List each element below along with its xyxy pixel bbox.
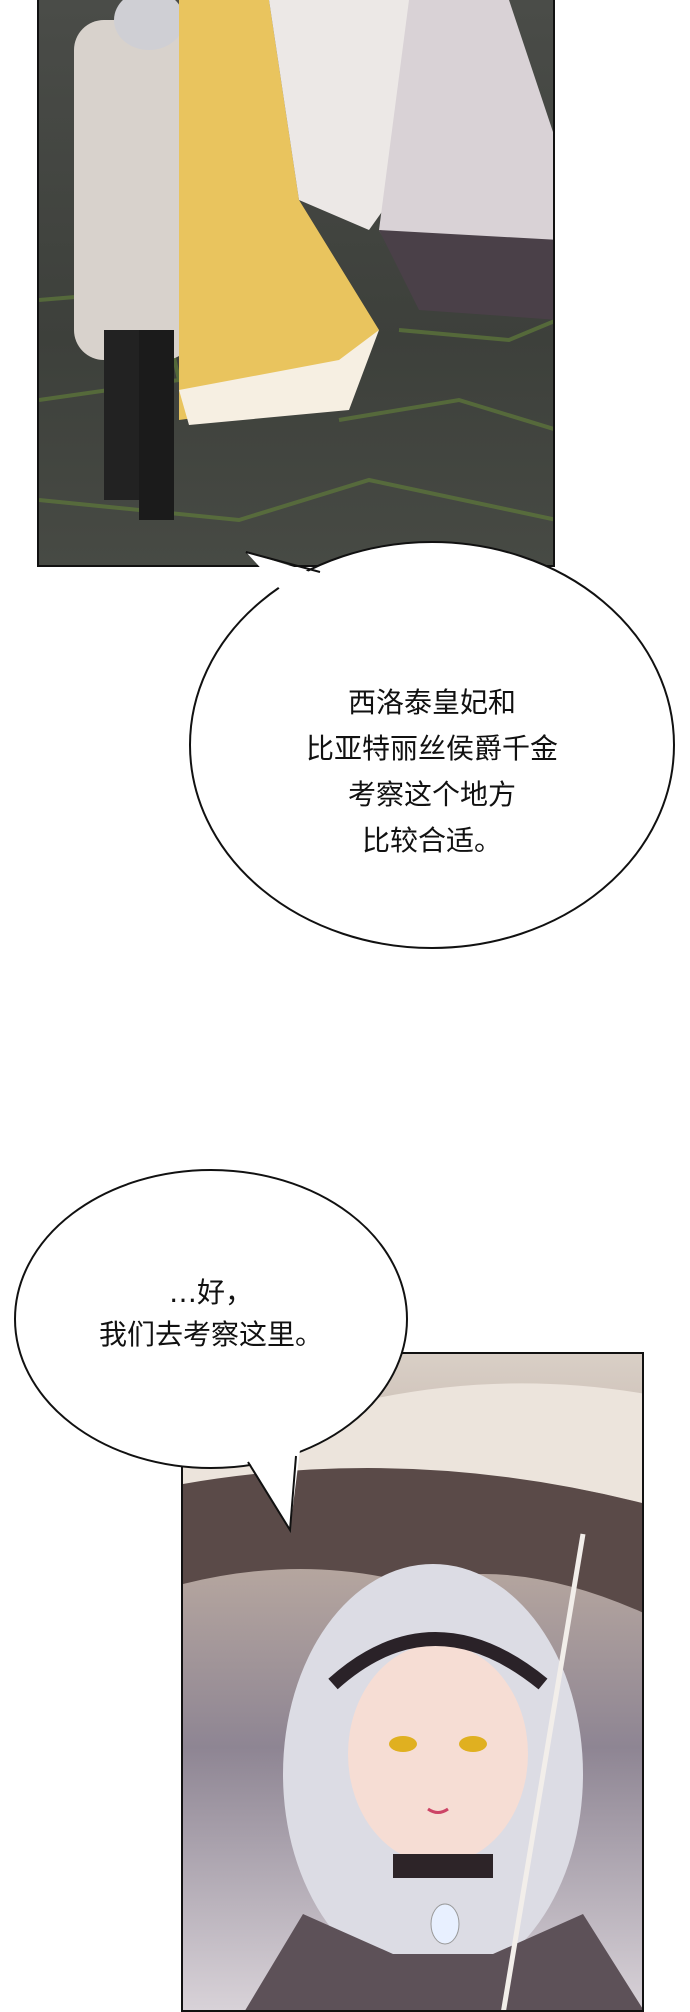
comic-panel-couple-and-ladies	[37, 0, 555, 567]
comic-panel-silver-haired-lady	[181, 1352, 644, 2012]
panel-2-art	[183, 1383, 642, 2010]
speech-bubble-2-text: …好， 我们去考察这里。	[41, 1272, 381, 1356]
bubble-line: 我们去考察这里。	[98, 1318, 323, 1351]
bubble-line: …好，	[168, 1276, 253, 1309]
speech-bubble-1	[189, 541, 675, 949]
bubble-line: 考察这个地方	[347, 778, 516, 811]
speech-bubble-1-text: 西洛泰皇妃和 比亚特丽丝侯爵千金 考察这个地方 比较合适。	[232, 680, 632, 864]
speech-bubble-2	[14, 1169, 408, 1534]
bubble-line: 比较合适。	[361, 824, 502, 857]
panel-1-art	[39, 0, 553, 523]
bubble-line: 比亚特丽丝侯爵千金	[305, 732, 558, 765]
bubble-line: 西洛泰皇妃和	[347, 686, 516, 719]
